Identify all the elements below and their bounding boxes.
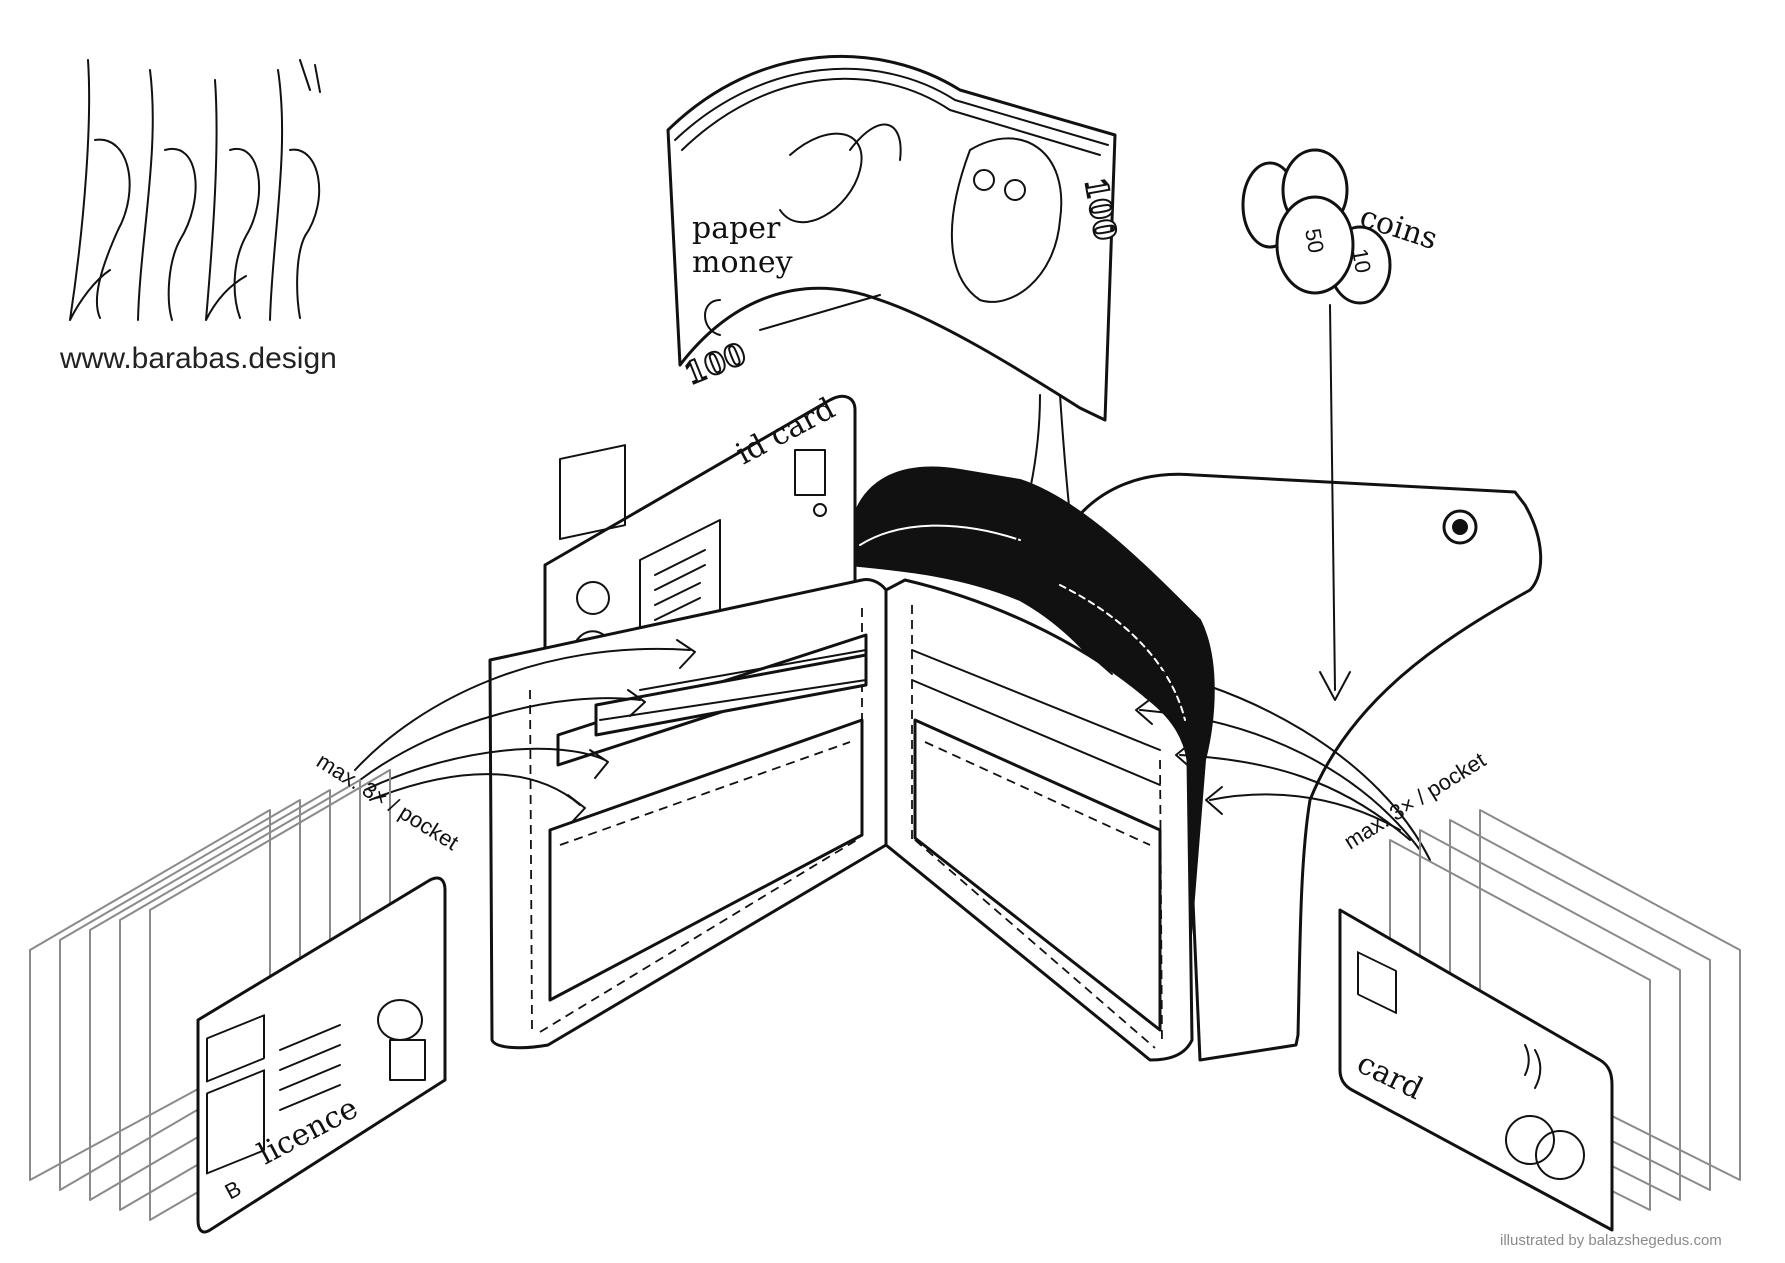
wallet-right-half [884,578,1194,1062]
website-text: www.barabas.design [59,342,337,375]
brand-logo: www.barabas.design [59,59,337,375]
coins-stack: 50 10 coins [1241,148,1442,701]
coin-value-50: 50 [1300,227,1329,255]
paper-money-label-2: money [692,245,793,280]
pocket-note-right: max. 3× / pocket [1339,747,1490,854]
pocket-arrows-right [1095,647,1431,861]
money-arrows [994,394,1091,579]
pocket-arrows-left [354,639,696,823]
paper-money: paper money 100 100 [666,54,1123,422]
wallet-left-half [488,578,888,1050]
paper-money-label-1: paper [692,211,781,246]
licence-stack: licence B max. 3× / pocket [29,748,463,1234]
wallet-interior [849,466,1215,1011]
coin-value-10: 10 [1347,247,1376,275]
illustrator-credit: illustrated by balazshegedus.com [1500,1232,1722,1249]
card-stack: card max. 3× / pocket [1338,747,1741,1232]
